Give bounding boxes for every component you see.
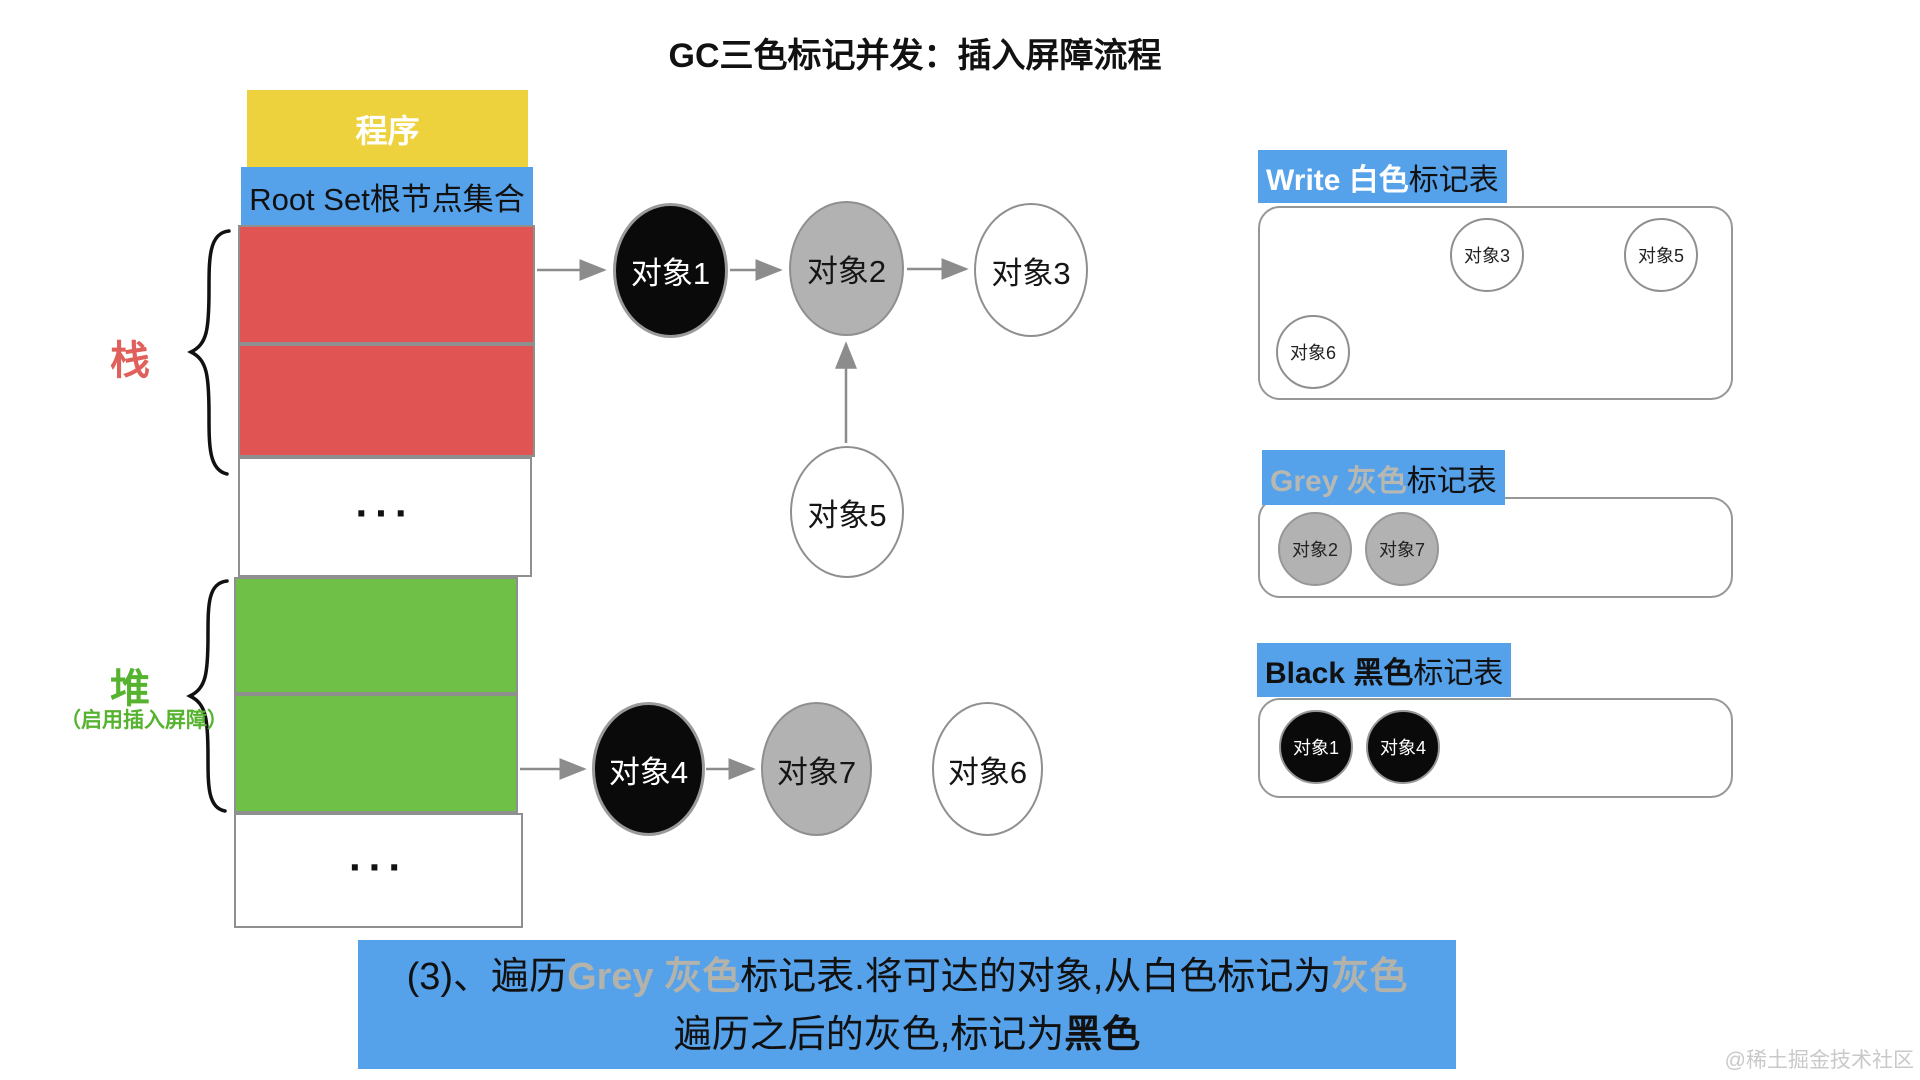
node-obj7: 对象7 (761, 702, 872, 836)
root-set-label: Root Set根节点集合 (249, 181, 525, 217)
heap-segment-1 (234, 577, 518, 694)
caption-line-2: 遍历之后的灰色,标记为黑色 (358, 1006, 1456, 1064)
node-label: 对象6 (947, 754, 1028, 790)
heap-ellipsis-box: ... (234, 813, 523, 928)
caption-seg-grey: Grey 灰色 (567, 956, 741, 998)
white-table-item-obj3: 对象3 (1450, 218, 1524, 292)
black-table-item-obj4: 对象4 (1366, 710, 1440, 784)
caption-seg-bold: 黑色 (1064, 1014, 1141, 1056)
ellipsis-dots: ... (348, 832, 408, 880)
grey-table-title-accent: Grey 灰色 (1270, 464, 1407, 498)
caption-seg: 标记表.将可达的对象,从白色标记为 (740, 956, 1332, 998)
node-obj3: 对象3 (974, 203, 1088, 337)
watermark: @稀土掘金技术社区 (1724, 1049, 1914, 1072)
black-table-title-rest: 标记表 (1413, 657, 1504, 690)
mini-label: 对象3 (1463, 246, 1510, 266)
stack-segment-2 (238, 344, 535, 457)
heap-segment-2 (234, 694, 518, 813)
node-label: 对象4 (608, 754, 689, 790)
node-label: 对象2 (806, 254, 887, 289)
caption-line-1: (3)、遍历Grey 灰色标记表.将可达的对象,从白色标记为灰色 (358, 948, 1456, 1006)
grey-table-item-obj7: 对象7 (1365, 512, 1439, 586)
node-label: 对象5 (807, 497, 887, 533)
black-table-item-obj1: 对象1 (1279, 710, 1353, 784)
heap-note-label: （启用插入屏障） (60, 709, 228, 732)
page-title: GC三色标记并发：插入屏障流程 (668, 37, 1162, 75)
black-table-title-accent: Black 黑色 (1265, 657, 1414, 690)
node-obj4: 对象4 (592, 702, 705, 836)
node-obj2: 对象2 (789, 201, 904, 336)
node-label: 对象3 (991, 255, 1071, 291)
stack-brace-icon (187, 229, 231, 476)
node-obj1: 对象1 (613, 203, 728, 338)
program-box: 程序 (247, 90, 528, 168)
ellipsis-dots: ... (355, 478, 415, 526)
mini-label: 对象2 (1291, 540, 1338, 560)
heap-label: 堆 (110, 667, 150, 711)
caption-seg-grey: 灰色 (1331, 956, 1408, 998)
node-label: 对象7 (776, 754, 857, 790)
caption-seg: (3)、遍历 (406, 956, 568, 998)
mini-label: 对象5 (1637, 246, 1684, 266)
white-table-title-rest: 标记表 (1408, 163, 1499, 197)
white-table-item-obj6: 对象6 (1276, 315, 1350, 389)
caption-seg: 遍历之后的灰色,标记为 (673, 1014, 1065, 1056)
caption-banner: (3)、遍历Grey 灰色标记表.将可达的对象,从白色标记为灰色 遍历之后的灰色… (358, 940, 1456, 1069)
grey-table-header: Grey 灰色标记表 (1262, 450, 1505, 505)
stack-label: 栈 (110, 339, 150, 383)
black-table-header: Black 黑色标记表 (1257, 643, 1512, 697)
node-obj5: 对象5 (790, 446, 904, 578)
white-table-title-accent: Write 白色 (1266, 163, 1409, 197)
stack-ellipsis-box: ... (238, 457, 532, 577)
grey-table-title-rest: 标记表 (1406, 464, 1497, 498)
program-label: 程序 (355, 113, 420, 149)
node-obj6: 对象6 (932, 702, 1043, 836)
grey-table-item-obj2: 对象2 (1278, 512, 1352, 586)
white-table-header: Write 白色标记表 (1258, 150, 1507, 203)
mini-label: 对象4 (1379, 738, 1426, 758)
stack-segment-1 (238, 225, 535, 344)
root-set-box: Root Set根节点集合 (241, 167, 533, 225)
heap-brace-icon (186, 579, 229, 813)
node-label: 对象1 (630, 256, 711, 291)
mini-label: 对象6 (1289, 343, 1336, 363)
mini-label: 对象1 (1292, 738, 1339, 758)
white-table-item-obj5: 对象5 (1624, 218, 1698, 292)
mini-label: 对象7 (1378, 540, 1425, 560)
